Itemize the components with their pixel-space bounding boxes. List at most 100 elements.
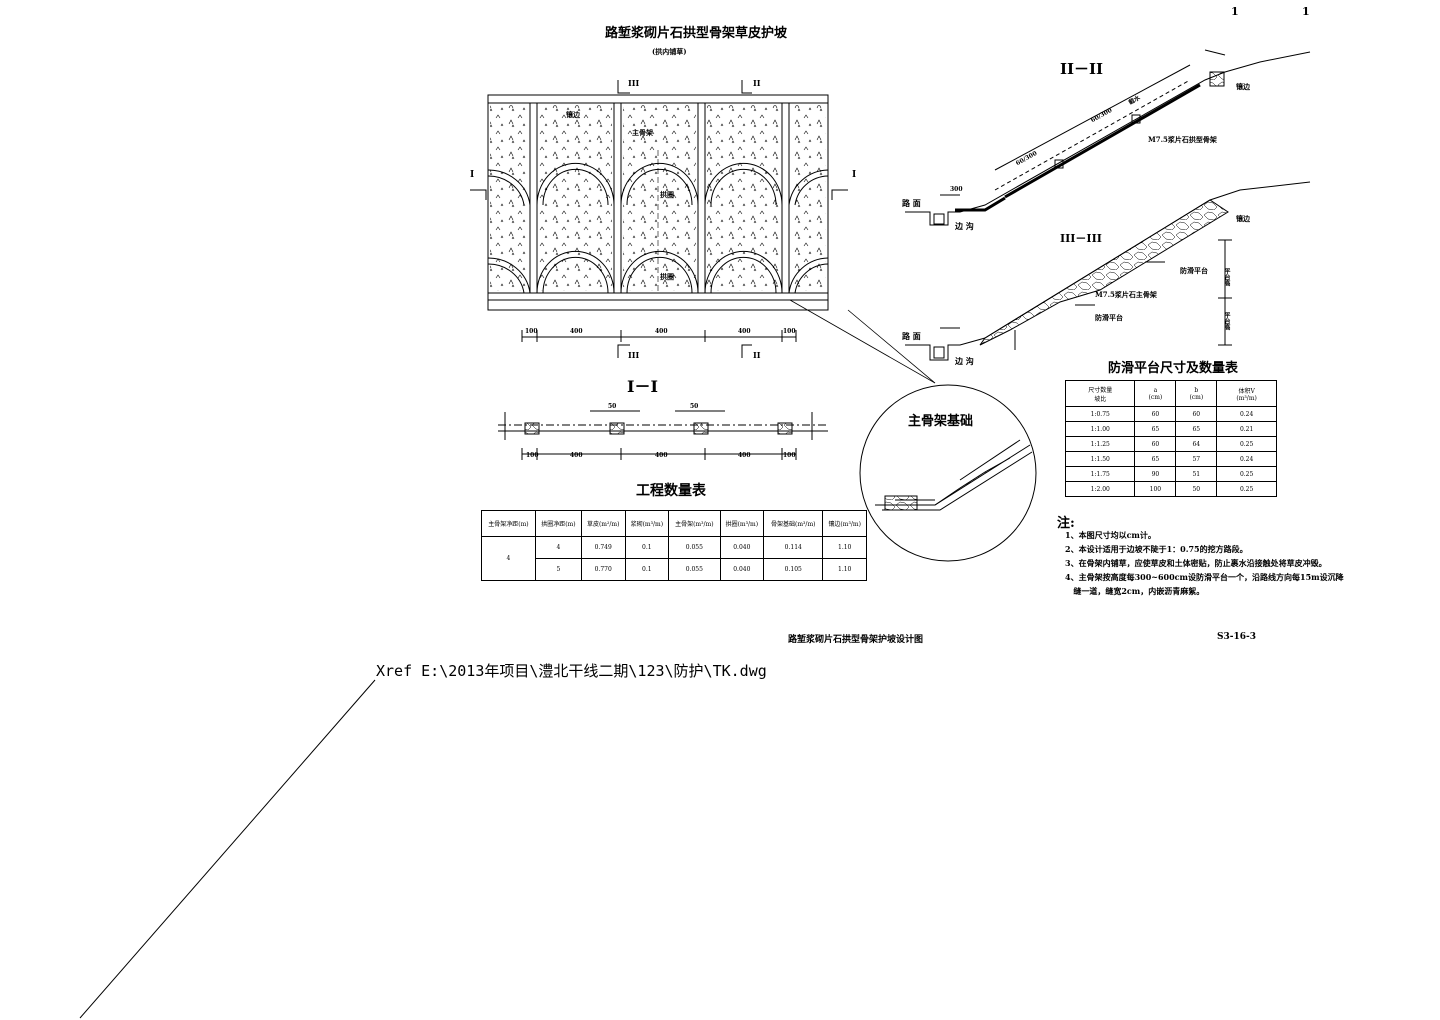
anti-cell: 1:1.50 (1064, 451, 1136, 467)
anti-header: a(cm) (1134, 380, 1177, 407)
elev-dim-5: 100 (783, 328, 796, 335)
sec2-edge: 镶边 (1236, 82, 1250, 91)
drawing-number: S3-16-3 (1217, 632, 1257, 642)
anti-cell: 65 (1175, 421, 1218, 437)
section-1-title: I－I (627, 377, 658, 396)
sec3-road: 路 面 (902, 331, 921, 341)
anti-header: 体积V(m³/m) (1216, 380, 1277, 407)
qty-header: 拱圈(m³/m) (719, 510, 765, 537)
sec3-h2: 平台高 (1223, 312, 1230, 330)
anti-cell: 65 (1134, 451, 1177, 467)
qty-cell: 0.1 (624, 536, 670, 559)
sec2-road: 路 面 (902, 198, 921, 208)
qty-header: 主骨架(m³/m) (668, 510, 721, 537)
note-2: 2、本设计适用于边坡不陡于1：0.75的挖方路段。 (1065, 544, 1248, 554)
section-3-title: III－III (1060, 232, 1102, 245)
section-mark-iii-bottom: III (628, 350, 640, 360)
elevation-view (470, 80, 936, 384)
sec3-main: M7.5浆片石主骨架 (1095, 290, 1157, 299)
elev-dim-1: 100 (525, 328, 538, 335)
xref-path: Xref E:\2013年项目\澧北干线二期\123\防护\TK.dwg (376, 662, 767, 680)
note-1: 1、本图尺寸均以cm计。 (1065, 530, 1156, 540)
sec2-ditch: 边 沟 (955, 221, 974, 231)
anti-cell: 0.24 (1216, 406, 1277, 422)
qty-cell: 0.040 (719, 558, 765, 581)
qty-cell: 0.114 (763, 536, 824, 559)
section-1-view (498, 410, 828, 460)
section-mark-i-right: I (852, 170, 857, 180)
sec1-dim-b2: 400 (570, 452, 583, 459)
anti-cell: 0.25 (1216, 481, 1277, 497)
anti-cell: 90 (1134, 466, 1177, 482)
section-mark-iii-top: III (628, 78, 640, 88)
anti-cell: 0.25 (1216, 436, 1277, 452)
sec1-dim-b4: 400 (738, 452, 751, 459)
qty-header: 草皮(m²/m) (580, 510, 626, 537)
qty-group: 4 (481, 536, 536, 581)
section-2-title: II－II (1060, 60, 1104, 78)
sec3-edge: 镶边 (1236, 214, 1250, 223)
qty-header: 拱圈净距(m) (534, 510, 582, 537)
elev-dim-2: 400 (570, 328, 583, 335)
sec3-anti-1: 防滑平台 (1180, 266, 1208, 275)
anti-header: b(cm) (1175, 380, 1218, 407)
qty-cell: 0.1 (624, 558, 670, 581)
xref-leader (79, 679, 376, 1019)
section-mark-ii-top: II (753, 78, 761, 88)
label-arch: 拱圈 (660, 190, 674, 199)
sec2-frame: M7.5浆片石拱型骨架 (1148, 135, 1217, 144)
anti-header: 尺寸数量坡比 (1064, 380, 1136, 407)
qty-table-title: 工程数量表 (636, 483, 706, 499)
qty-cell: 0.749 (580, 536, 626, 559)
anti-cell: 100 (1134, 481, 1177, 497)
qty-cell: 1.10 (822, 536, 867, 559)
anti-cell: 60 (1134, 436, 1177, 452)
sec2-dim-1: 300 (950, 186, 963, 193)
drawing-title: 路堑浆砌片石拱型骨架草皮护坡 (605, 26, 788, 41)
qty-cell: 0.040 (719, 536, 765, 559)
qty-table: 主骨架净距(m) 拱圈净距(m) 草皮(m²/m) 浆砌(m³/m) 主骨架(m… (481, 510, 867, 581)
anti-table-title: 防滑平台尺寸及数量表 (1108, 361, 1239, 376)
anti-cell: 1:1.75 (1064, 466, 1136, 482)
label-arch-2: 拱圈 (660, 272, 674, 281)
qty-header: 镶边(m³/m) (822, 510, 867, 537)
qty-header: 主骨架净距(m) (481, 510, 536, 537)
anti-cell: 60 (1134, 406, 1177, 422)
qty-header: 骨架基础(m³/m) (763, 510, 824, 537)
section-mark-ii-bottom: II (753, 350, 761, 360)
qty-cell: 0.055 (668, 558, 721, 581)
anti-cell: 1:1.25 (1064, 436, 1136, 452)
sec1-dim-b5: 100 (783, 452, 796, 459)
anti-cell: 1:0.75 (1064, 406, 1136, 422)
anti-cell: 65 (1134, 421, 1177, 437)
anti-cell: 57 (1175, 451, 1218, 467)
anti-cell: 1:2.00 (1064, 481, 1136, 497)
label-main-frame: 主骨架 (632, 128, 653, 137)
sec3-h1: 平台高 (1223, 268, 1230, 286)
sec1-dim-b1: 100 (526, 452, 539, 459)
footer-title: 路堑浆砌片石拱型骨架护坡设计图 (788, 635, 924, 645)
detail-circle (859, 384, 1037, 562)
qty-cell: 0.055 (668, 536, 721, 559)
anti-cell: 0.21 (1216, 421, 1277, 437)
sec3-anti-2: 防滑平台 (1095, 313, 1123, 322)
label-edge: 镶边 (566, 110, 580, 119)
notes-title: 注: (1057, 516, 1075, 531)
page-mark-2: 1 (1302, 5, 1310, 18)
elev-dim-4: 400 (738, 328, 751, 335)
table-row: 5 0.770 0.1 0.055 0.040 0.105 1.10 (482, 558, 867, 581)
anti-cell: 0.25 (1216, 466, 1277, 482)
table-row: 4 4 0.749 0.1 0.055 0.040 0.114 1.10 (481, 536, 867, 581)
elev-dim-3: 400 (655, 328, 668, 335)
note-5: 缝一道，缝宽2cm，内嵌沥青麻絮。 (1065, 586, 1205, 596)
note-3: 3、在骨架内铺草，应使草皮和土体密贴，防止裹水沿接触处将草皮冲毁。 (1065, 558, 1327, 568)
anti-cell: 50 (1175, 481, 1218, 497)
section-2-view (905, 49, 1311, 226)
